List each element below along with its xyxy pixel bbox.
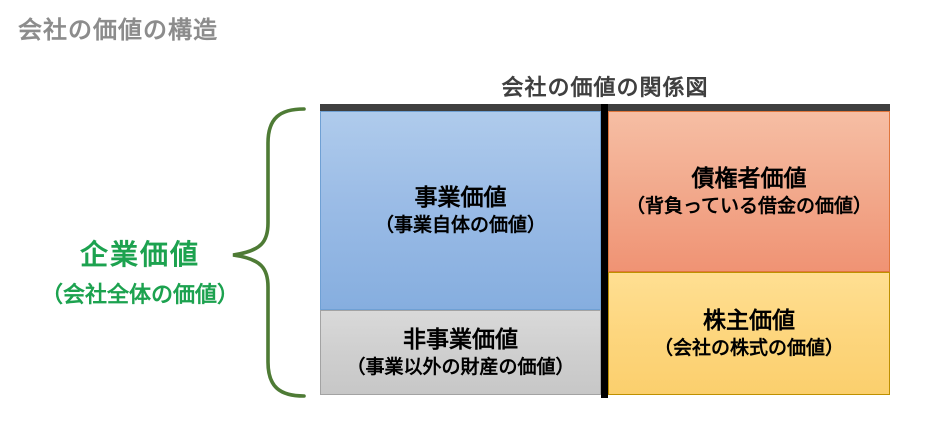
non-business-value-title: 非事業価値 xyxy=(403,325,518,352)
diagram-title: 会社の価値の関係図 xyxy=(501,75,709,100)
non-business-value-subtitle: （事業以外の財産の価値） xyxy=(346,357,575,379)
enterprise-value-label: 企業価値 （会社全体の価値） xyxy=(20,233,260,309)
curly-brace-icon xyxy=(232,107,306,398)
box-business-value: 事業価値 （事業自体の価値） xyxy=(320,111,601,310)
enterprise-value-title: 企業価値 xyxy=(79,239,200,270)
box-creditor-value: 債権者価値 （背負っている借金の価値） xyxy=(608,111,890,272)
business-value-subtitle: （事業自体の価値） xyxy=(374,215,546,237)
box-shareholder-value: 株主価値 （会社の株式の価値） xyxy=(608,272,890,395)
enterprise-value-subtitle: （会社全体の価値） xyxy=(40,282,239,307)
box-non-business-value: 非事業価値 （事業以外の財産の価値） xyxy=(320,310,601,395)
business-value-title: 事業価値 xyxy=(414,183,507,210)
page-title: 会社の価値の構造 xyxy=(18,17,218,44)
creditor-value-title: 債権者価値 xyxy=(691,164,807,191)
creditor-value-subtitle: （背負っている借金の価値） xyxy=(625,196,873,218)
vertical-divider xyxy=(601,104,608,398)
shareholder-value-title: 株主価値 xyxy=(703,306,795,333)
shareholder-value-subtitle: （会社の株式の価値） xyxy=(653,338,844,360)
